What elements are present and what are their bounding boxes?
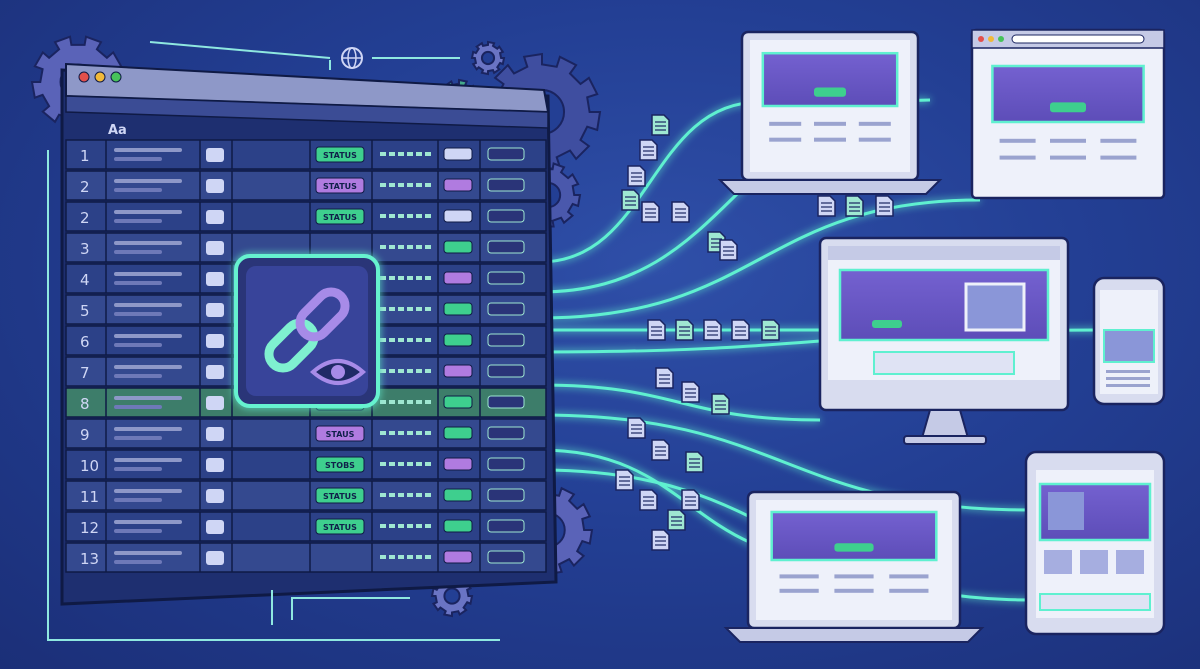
row-number: 9 xyxy=(80,426,90,444)
globe-icon xyxy=(341,47,363,69)
file-icon xyxy=(639,489,658,511)
row-icon xyxy=(206,396,224,410)
chain-link-eye-tile xyxy=(234,254,380,408)
status-badge xyxy=(315,425,365,442)
row-number: 8 xyxy=(80,395,90,413)
connector-line xyxy=(539,383,821,422)
status-label: STATUS xyxy=(323,523,357,532)
file-icon xyxy=(615,469,634,491)
row-icon xyxy=(206,179,224,193)
table-row: 2 STATUS xyxy=(65,170,547,201)
file-icon xyxy=(875,195,894,217)
row-number: 12 xyxy=(80,519,99,537)
table-row: 10 STOBS xyxy=(65,449,547,480)
row-icon xyxy=(206,148,224,162)
laptop-device-bottom xyxy=(723,490,985,643)
row-icon xyxy=(206,365,224,379)
row-icon xyxy=(206,427,224,441)
row-icon xyxy=(206,489,224,503)
table-row: 13 xyxy=(65,542,547,573)
file-icon xyxy=(711,393,730,415)
status-label: STATUS xyxy=(323,213,357,222)
browser-window xyxy=(970,28,1166,200)
desktop-monitor xyxy=(818,236,1070,445)
file-icon xyxy=(671,201,690,223)
row-number: 2 xyxy=(80,178,90,196)
eye-icon xyxy=(309,359,367,385)
file-icon xyxy=(685,451,704,473)
maximize-dot-icon xyxy=(110,71,122,83)
file-icon xyxy=(627,417,646,439)
row-icon xyxy=(206,210,224,224)
status-badge xyxy=(315,518,365,535)
status-badge xyxy=(315,487,365,504)
table-row: 1 STATUS xyxy=(65,139,547,170)
status-label: STATUS xyxy=(323,151,357,160)
row-number: 7 xyxy=(80,364,90,382)
table-row: 9 STAUS xyxy=(65,418,547,449)
connector-line xyxy=(539,100,761,264)
connector-line xyxy=(539,198,981,320)
file-icon xyxy=(681,489,700,511)
file-icon xyxy=(621,189,640,211)
top-arrow-lines xyxy=(47,41,500,641)
status-label: STAUS xyxy=(326,430,355,439)
status-label: STATUS xyxy=(323,182,357,191)
chain-link-icon xyxy=(264,287,350,373)
row-number: 1 xyxy=(80,147,90,165)
row-number: 3 xyxy=(80,240,90,258)
row-number: 13 xyxy=(80,550,99,568)
file-icon xyxy=(651,529,670,551)
row-number: 2 xyxy=(80,209,90,227)
row-icon xyxy=(206,272,224,286)
file-packets xyxy=(615,114,894,551)
table-row: 2 STATUS xyxy=(65,201,547,232)
file-icon xyxy=(639,139,658,161)
file-icon xyxy=(641,201,660,223)
minimize-dot-icon xyxy=(94,71,106,83)
status-label: STATUS xyxy=(323,492,357,501)
phone-device xyxy=(1092,276,1166,406)
spreadsheet-window: Aa 1STATUS2STATUS2STATUS345678STATUS9STA… xyxy=(60,62,558,606)
row-number: 5 xyxy=(80,302,90,320)
file-icon xyxy=(651,114,670,136)
file-icon xyxy=(731,319,750,341)
file-icon xyxy=(667,509,686,531)
close-dot-icon xyxy=(78,71,90,83)
status-badge xyxy=(315,208,365,225)
row-number: 10 xyxy=(80,457,99,475)
file-icon xyxy=(675,319,694,341)
status-badge xyxy=(315,177,365,194)
row-icon xyxy=(206,458,224,472)
file-icon xyxy=(817,195,836,217)
row-number: 11 xyxy=(80,488,99,506)
file-icon xyxy=(655,367,674,389)
file-icon xyxy=(651,439,670,461)
status-badge xyxy=(315,456,365,473)
status-badge xyxy=(315,146,365,163)
file-icon xyxy=(681,381,700,403)
status-label: STOBS xyxy=(325,461,355,470)
table-row: 12 STATUS xyxy=(65,511,547,542)
row-icon xyxy=(206,241,224,255)
file-icon xyxy=(845,195,864,217)
laptop-device xyxy=(717,30,943,195)
device-group xyxy=(717,28,1166,643)
file-icon xyxy=(647,319,666,341)
table-row: 11 STATUS xyxy=(65,480,547,511)
row-icon xyxy=(206,551,224,565)
gear-icon xyxy=(470,40,506,76)
file-icon xyxy=(761,319,780,341)
tablet-device xyxy=(1024,450,1166,636)
row-icon xyxy=(206,303,224,317)
file-icon xyxy=(627,165,646,187)
column-header-label: Aa xyxy=(108,123,127,138)
file-icon xyxy=(703,319,722,341)
file-icon xyxy=(719,239,738,261)
row-number: 4 xyxy=(80,271,90,289)
row-icon xyxy=(206,334,224,348)
row-icon xyxy=(206,520,224,534)
row-number: 6 xyxy=(80,333,90,351)
